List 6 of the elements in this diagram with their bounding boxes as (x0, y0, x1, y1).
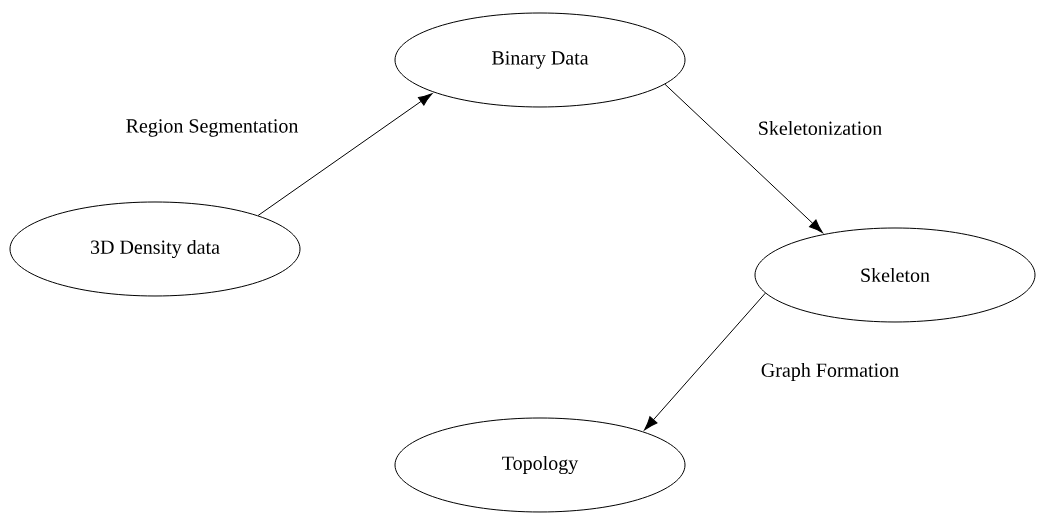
edge-label: Graph Formation (759, 361, 901, 383)
arrow (257, 93, 433, 216)
edge-label: Skeletonization (756, 119, 884, 136)
edge-label: Region Segmentation (124, 118, 300, 138)
arrow (644, 292, 766, 431)
arrow (664, 83, 823, 233)
